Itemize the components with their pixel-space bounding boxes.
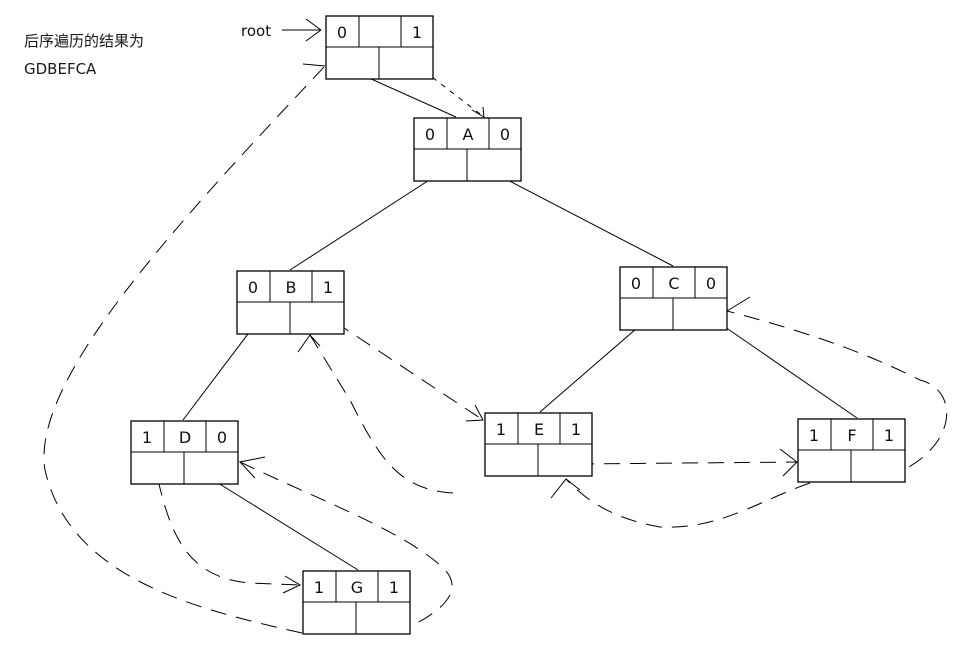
thread-G-to-D [239,461,453,634]
node-ltag: 0 [248,278,258,297]
thread-edges [43,63,948,634]
thread-F-to-C [726,310,948,479]
node-E: 1 E 1 [484,412,593,477]
node-ltag: 0 [337,23,347,42]
node-A: 0 A 0 [413,117,522,182]
thread-B-to-E [334,321,484,421]
thread-F-to-E [565,478,811,528]
root-arrow [282,18,322,42]
node-ltag: 1 [314,578,324,597]
edge-D-G [209,477,359,571]
edge-A-B [289,174,438,271]
node-rtag: 0 [706,274,716,293]
caption-result: GDBEFCA [24,60,97,78]
node-rtag: 0 [500,125,510,144]
thread-D-to-G [157,479,301,586]
node-F: 1 F 1 [797,418,906,483]
node-rtag: 1 [412,23,422,42]
node-rtag: 1 [884,426,894,445]
node-data: C [668,274,679,293]
node-data: A [463,125,474,144]
node-data: E [534,420,544,439]
edge-C-E [539,321,645,413]
node-data: F [847,426,856,445]
node-B: 0 B 1 [236,270,345,335]
node-ltag: 1 [142,428,152,447]
thread-E-to-F [577,461,798,465]
root-label: root [241,22,271,40]
edge-B-D [182,317,261,421]
node-ltag: 0 [631,274,641,293]
node-data: G [351,578,363,597]
thread-G-to-head [43,65,326,634]
thread-E-to-B [309,334,454,494]
node-rtag: 1 [389,578,399,597]
node-ltag: 1 [496,420,506,439]
node-D: 1 D 0 [130,420,239,485]
node-C: 0 C 0 [619,266,728,331]
tree-edges [182,73,858,571]
edge-A-C [499,175,674,267]
node-data: D [179,428,191,447]
caption-title: 后序遍历的结果为 [24,32,145,50]
node-ltag: 0 [425,125,435,144]
node-rtag: 1 [571,420,581,439]
node-ltag: 1 [809,426,819,445]
node-rtag: 1 [323,278,333,297]
node-G: 1 G 1 [302,570,411,635]
edge-C-F [711,317,858,419]
edge-head-A [359,73,457,118]
node-data: B [286,278,297,297]
node-rtag: 0 [217,428,227,447]
